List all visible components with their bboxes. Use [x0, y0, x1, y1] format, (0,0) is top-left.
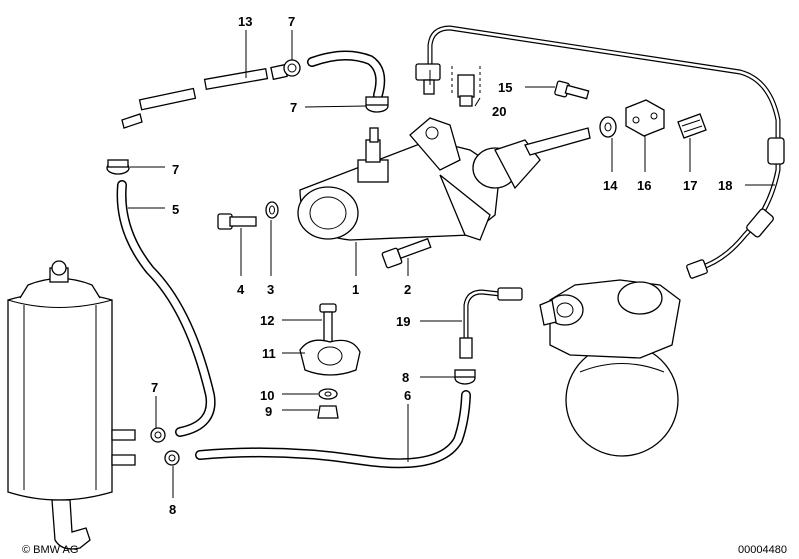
bracket-11 — [299, 339, 361, 376]
nut-14 — [599, 116, 617, 138]
callout-20: 20 — [492, 104, 506, 119]
clamp-7-top — [283, 59, 301, 77]
bolt-15 — [554, 80, 590, 100]
callout-2: 2 — [404, 282, 411, 297]
callout-18: 18 — [718, 178, 732, 193]
callout-19: 19 — [396, 314, 410, 329]
clamp-7-upper — [365, 96, 389, 113]
callout-9: 9 — [265, 404, 272, 419]
clamp-7-bottom — [150, 427, 166, 443]
hose-6 — [195, 390, 471, 469]
image-number: 00004480 — [738, 544, 787, 556]
washer-3 — [265, 201, 279, 219]
bolt-4 — [217, 213, 257, 230]
bolt-2 — [381, 237, 432, 269]
pipe-13 — [121, 63, 288, 129]
callout-7-bottom: 7 — [151, 380, 158, 395]
pressure-accumulator — [539, 279, 681, 457]
callout-14: 14 — [603, 178, 618, 193]
callout-16: 16 — [637, 178, 651, 193]
callout-10: 10 — [260, 388, 274, 403]
callout-12: 12 — [260, 313, 274, 328]
hose-top — [307, 50, 386, 100]
callout-8-bottom: 8 — [169, 502, 176, 517]
clip-17 — [677, 113, 707, 139]
pipe-19 — [459, 287, 523, 359]
callout-3: 3 — [267, 282, 274, 297]
hose-5 — [116, 180, 216, 437]
clamp-8-bottom — [164, 450, 180, 466]
callout-17: 17 — [683, 178, 697, 193]
fitting-20 — [451, 66, 481, 107]
callout-7-upper: 7 — [290, 100, 297, 115]
bolt-12 — [319, 303, 337, 343]
callout-4: 4 — [237, 282, 245, 297]
fluid-reservoir — [7, 260, 136, 550]
callout-11: 11 — [262, 346, 276, 361]
clamp-7-left — [106, 159, 130, 175]
leader-lines — [128, 30, 775, 498]
clamp-8-right — [454, 369, 476, 385]
callout-6: 6 — [404, 388, 411, 403]
pipe-18 — [415, 25, 785, 279]
copyright-text: © BMW AG — [22, 544, 78, 556]
callout-1: 1 — [352, 282, 359, 297]
block-16 — [625, 99, 665, 137]
washer-10 — [318, 388, 338, 400]
callout-7-left: 7 — [172, 162, 179, 177]
callout-5: 5 — [172, 202, 179, 217]
nut-9 — [317, 405, 339, 419]
callout-15: 15 — [498, 80, 512, 95]
callout-7-top: 7 — [288, 14, 295, 29]
callout-labels: 1 2 3 4 5 6 7 7 7 7 8 8 9 10 11 12 13 14… — [22, 14, 787, 556]
callout-13: 13 — [238, 14, 252, 29]
master-cylinder — [297, 117, 591, 241]
callout-8-right: 8 — [402, 370, 409, 385]
